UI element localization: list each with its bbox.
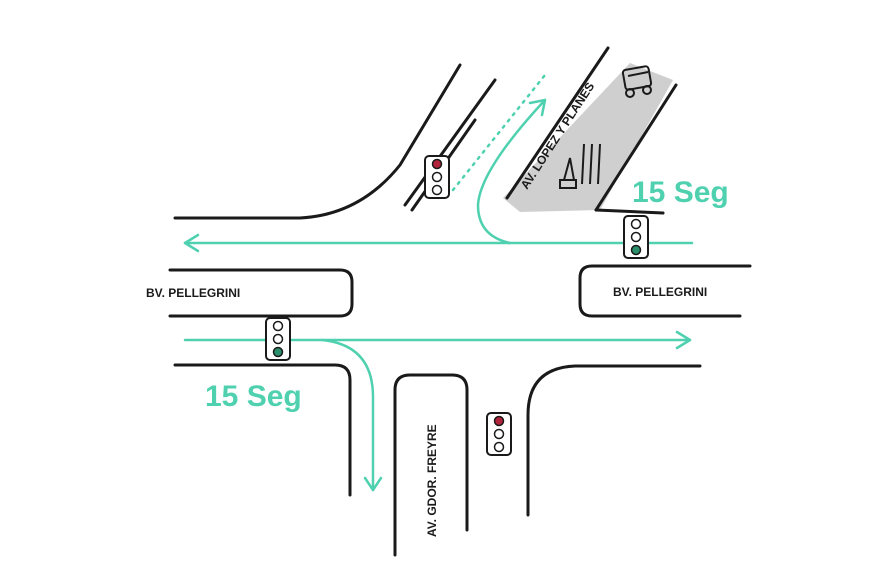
timer-label-left: 15 Seg (205, 380, 302, 413)
street-label-pellegrini-left: BV. PELLEGRINI (146, 286, 240, 300)
road-edge-bottom-left (173, 363, 352, 497)
street-label-pellegrini-right: BV. PELLEGRINI (613, 285, 707, 299)
bus-icon (621, 65, 653, 98)
traffic-light-lamp-green (431, 184, 443, 196)
street-label-freyre: AV. GDOR. FREYRE (425, 424, 439, 537)
traffic-light-lamp-yellow (272, 333, 284, 345)
traffic-light-lower-left (265, 317, 291, 361)
island-left (168, 268, 354, 318)
timer-label-right: 15 Seg (632, 176, 729, 209)
road-edge-top-left (173, 63, 462, 220)
traffic-light-lamp-green (630, 244, 642, 256)
traffic-light-lamp-yellow (431, 171, 443, 183)
road-edge-top-right (594, 208, 665, 215)
road-edge-lopez-left (505, 46, 610, 200)
traffic-light-lamp-red (630, 218, 642, 230)
pedestrian-zone-icon (559, 143, 601, 189)
traffic-light-lamp-red (272, 320, 284, 332)
flow-dotted-lane (451, 73, 547, 192)
traffic-light-lamp-red (431, 158, 443, 170)
flow-arrow-turn-freyre (320, 338, 375, 492)
traffic-light-lamp-yellow (630, 231, 642, 243)
road-median-diagonal (403, 78, 497, 207)
restricted-zone (503, 63, 673, 212)
road-edge-lopez-right (594, 83, 678, 212)
traffic-light-upper-right (623, 215, 649, 259)
island-freyre (393, 373, 469, 557)
traffic-light-upper-left (424, 155, 450, 199)
traffic-light-lamp-green (272, 346, 284, 358)
flow-arrowhead-west (183, 233, 200, 253)
flow-arrowhead-lopez (528, 98, 547, 117)
flow-arrowhead-freyre (363, 476, 383, 492)
traffic-light-lamp-red (493, 415, 505, 427)
flow-arrowhead-east (675, 330, 692, 350)
traffic-light-lamp-green (493, 441, 505, 453)
flow-arrow-turn-lopez (476, 98, 547, 245)
traffic-light-lower-right (486, 412, 512, 456)
road-edge-bottom-right (526, 364, 702, 517)
traffic-light-lamp-yellow (493, 428, 505, 440)
island-right (578, 264, 752, 318)
